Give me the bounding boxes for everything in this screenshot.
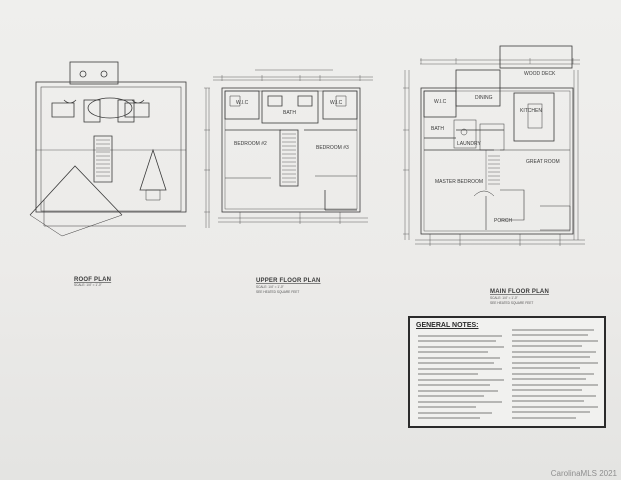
room-label-wic-upper-right: W.I.C (330, 100, 343, 106)
upper-floor-plan (205, 69, 373, 228)
room-label-bedroom-2: BEDROOM #2 (234, 141, 267, 147)
room-label-great-room: GREAT ROOM (526, 159, 560, 165)
roof-plan-caption: ROOF PLAN (74, 277, 111, 283)
upper-plan-note: SEE HEATED SQUARE FEET (256, 290, 299, 294)
main-floor-plan (404, 45, 585, 246)
main-plan-caption: MAIN FLOOR PLAN (490, 289, 549, 295)
tick-marks (204, 58, 574, 235)
room-label-porch: PORCH (494, 218, 512, 224)
room-label-laundry: LAUNDRY (457, 141, 481, 147)
notes-text-lines (418, 329, 598, 419)
upper-plan-caption: UPPER FLOOR PLAN (256, 278, 321, 284)
room-label-wic-main: W.I.C (434, 99, 447, 105)
room-label-master-bedroom: MASTER BEDROOM (435, 179, 483, 185)
room-label-wood-deck: WOOD DECK (524, 71, 556, 77)
general-notes-panel: GENERAL NOTES: (408, 316, 606, 428)
main-plan-note: SEE HEATED SQUARE FEET (490, 301, 533, 305)
room-label-kitchen: KITCHEN (520, 108, 542, 114)
room-label-dining: DINING (475, 95, 493, 101)
notes-right-column (512, 329, 598, 419)
room-label-bedroom-3: BEDROOM #3 (316, 145, 349, 151)
mls-watermark: CarolinaMLS 2021 (550, 469, 617, 478)
roof-plan (29, 61, 187, 237)
roof-plan-scale: SCALE: 1/4" = 1'-0" (74, 283, 102, 287)
upper-plan-scale: SCALE: 1/4" = 1'-0" (256, 285, 284, 289)
notes-left-column (418, 335, 504, 419)
room-label-wic-upper-left: W.I.C (236, 100, 249, 106)
room-label-bath: BATH (283, 110, 296, 116)
room-label-bath-main: BATH (431, 126, 444, 132)
general-notes-title: GENERAL NOTES: (416, 322, 479, 329)
main-plan-scale: SCALE: 1/4" = 1'-0" (490, 296, 518, 300)
